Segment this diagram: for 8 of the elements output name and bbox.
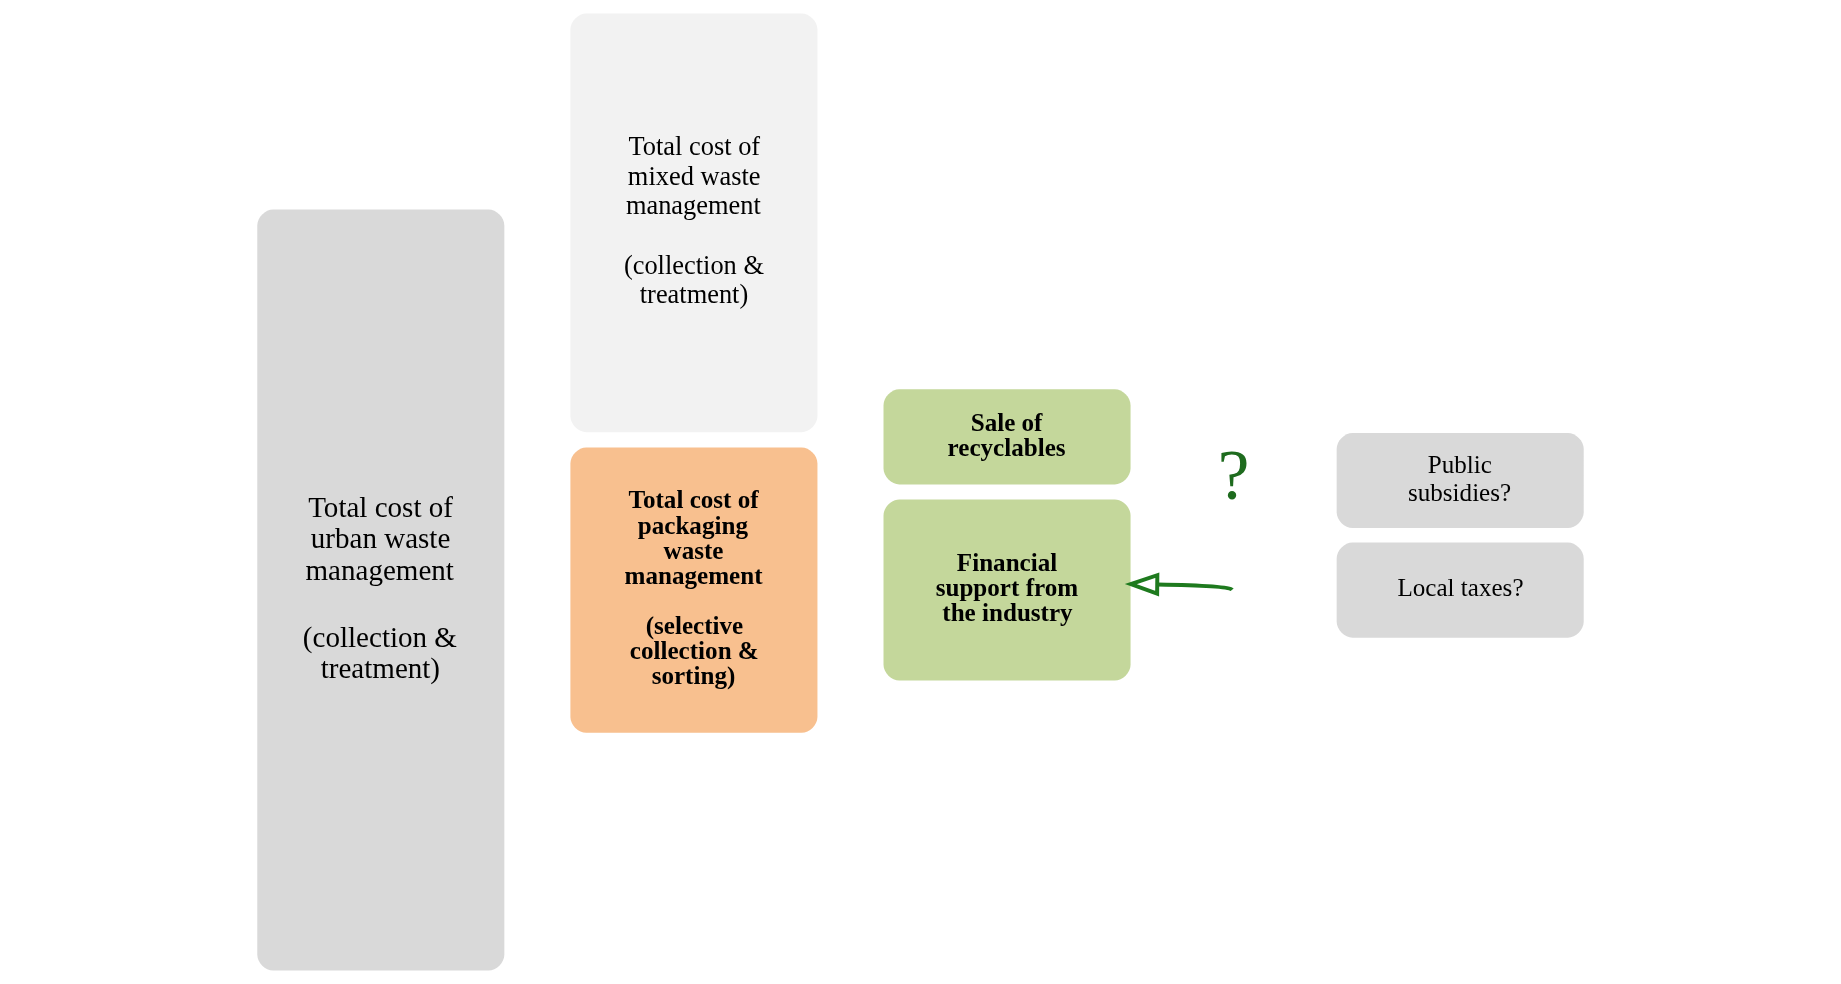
label: ?: [1217, 434, 1250, 514]
node-box: Total cost of urban waste management (collection & treatment): [257, 209, 505, 971]
node-box: Public subsidies?: [1336, 432, 1584, 528]
node-box: Local taxes?: [1336, 542, 1584, 638]
node-box: Total cost of packaging waste management (selective collection & sorting): [570, 447, 818, 733]
node-box: Financial support from the industry: [883, 499, 1131, 681]
arrow: [1124, 572, 1233, 597]
node-box: Sale of recyclables: [883, 389, 1131, 485]
